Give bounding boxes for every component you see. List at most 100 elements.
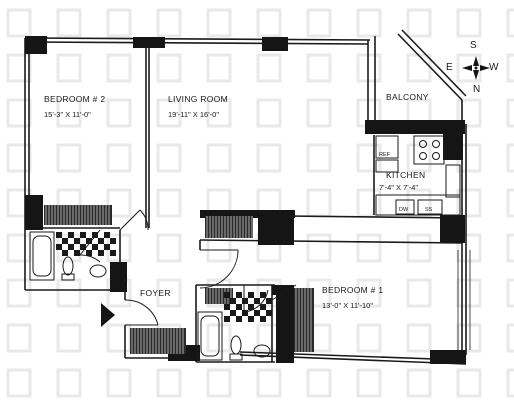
watermark-tile <box>356 188 382 218</box>
watermark-tile <box>106 188 132 218</box>
watermark-tile <box>206 53 232 83</box>
watermark-tile <box>406 143 432 173</box>
ref-label: REF <box>379 152 391 158</box>
watermark-tile <box>306 233 332 263</box>
watermark-tile <box>106 368 132 398</box>
watermark-tile <box>306 8 332 38</box>
watermark-tile <box>506 188 514 218</box>
watermark-tile <box>306 368 332 398</box>
kitchen-dims: 7'-4" X 7'-4" <box>379 183 418 192</box>
watermark-tile <box>356 8 382 38</box>
tile-floor-1 <box>224 292 272 322</box>
watermark-tile <box>106 98 132 128</box>
floor-tile <box>236 316 242 322</box>
floor-tile <box>266 310 272 316</box>
floor-tile <box>224 304 230 310</box>
floor-tile <box>92 244 98 250</box>
watermark-tile <box>256 98 282 128</box>
watermark-tile <box>306 53 332 83</box>
dw-label: DW <box>399 207 409 213</box>
watermark-tile <box>6 143 32 173</box>
floor-tile <box>92 232 98 238</box>
floor-tile <box>260 304 266 310</box>
floor-tile <box>260 316 266 322</box>
burner-icon <box>419 140 427 148</box>
watermark-tile <box>456 98 482 128</box>
floor-tile <box>74 238 80 244</box>
floor-tile <box>68 244 74 250</box>
living-room-dims: 19'-11" X 16'-0" <box>168 110 219 119</box>
watermark-tile <box>156 98 182 128</box>
watermark-tile <box>6 323 32 353</box>
floor-tile <box>248 316 254 322</box>
watermark-tile <box>206 368 232 398</box>
watermark-tile <box>56 53 82 83</box>
watermark-tile <box>456 188 482 218</box>
floor-tile <box>98 238 104 244</box>
floor-tile <box>260 292 266 298</box>
watermark-tile <box>56 143 82 173</box>
watermark-tile <box>106 143 132 173</box>
watermark-tile <box>256 53 282 83</box>
floor-tile <box>224 292 230 298</box>
entry-arrow-icon <box>101 303 115 327</box>
sink-2-icon <box>89 264 107 278</box>
watermark-tile <box>156 278 182 308</box>
kitchen-name: KITCHEN <box>386 170 425 180</box>
watermark-tile <box>56 323 82 353</box>
floor-tile <box>230 298 236 304</box>
watermark-tile <box>206 8 232 38</box>
windows <box>457 250 471 350</box>
tile-floor-2 <box>56 232 116 256</box>
toilet-2-icon <box>62 256 74 276</box>
bathroom-2 <box>29 231 116 281</box>
watermark-tile <box>506 8 514 38</box>
watermark-tile <box>106 8 132 38</box>
watermark-tile <box>306 143 332 173</box>
watermark-tile <box>356 233 382 263</box>
floor-tile <box>80 244 86 250</box>
sink-1-icon <box>253 344 271 358</box>
floor-tile <box>98 250 104 256</box>
watermark-tile <box>206 98 232 128</box>
compass-west: W <box>489 62 499 73</box>
floor-tile <box>110 238 116 244</box>
watermark-tile <box>156 368 182 398</box>
watermark-tile <box>256 368 282 398</box>
watermark-tile <box>356 323 382 353</box>
floor-tile <box>110 250 116 256</box>
compass: S E W N <box>446 40 499 95</box>
counter <box>375 159 399 173</box>
watermark-tile <box>256 143 282 173</box>
watermark-tile <box>156 8 182 38</box>
watermark-tile <box>456 8 482 38</box>
bedroom-1-dims: 13'-0" X 11'-10" <box>322 301 373 310</box>
watermark-tile <box>6 98 32 128</box>
floor-tile <box>62 238 68 244</box>
watermark-tile <box>506 323 514 353</box>
watermark-tile <box>506 53 514 83</box>
watermark-tile <box>506 233 514 263</box>
floor-tile <box>104 244 110 250</box>
watermark-tile <box>106 53 132 83</box>
watermark-tile <box>406 188 432 218</box>
watermark-tile <box>306 98 332 128</box>
floor-tile <box>242 298 248 304</box>
floor-tile <box>224 316 230 322</box>
bedroom-2-name: BEDROOM # 2 <box>44 94 105 104</box>
doors <box>79 209 297 326</box>
floor-tile <box>236 292 242 298</box>
watermark-tile <box>356 278 382 308</box>
floor-tile <box>266 298 272 304</box>
watermark-tile <box>506 278 514 308</box>
watermark-tile <box>406 233 432 263</box>
floor-tile <box>236 304 242 310</box>
watermark-tile <box>406 368 432 398</box>
dishwasher <box>395 199 415 215</box>
floor-tile <box>248 292 254 298</box>
burner-icon <box>419 152 427 160</box>
floor-tile <box>62 250 68 256</box>
watermark-tile <box>406 323 432 353</box>
floor-tile <box>254 310 260 316</box>
ss-label: SS <box>425 207 433 213</box>
